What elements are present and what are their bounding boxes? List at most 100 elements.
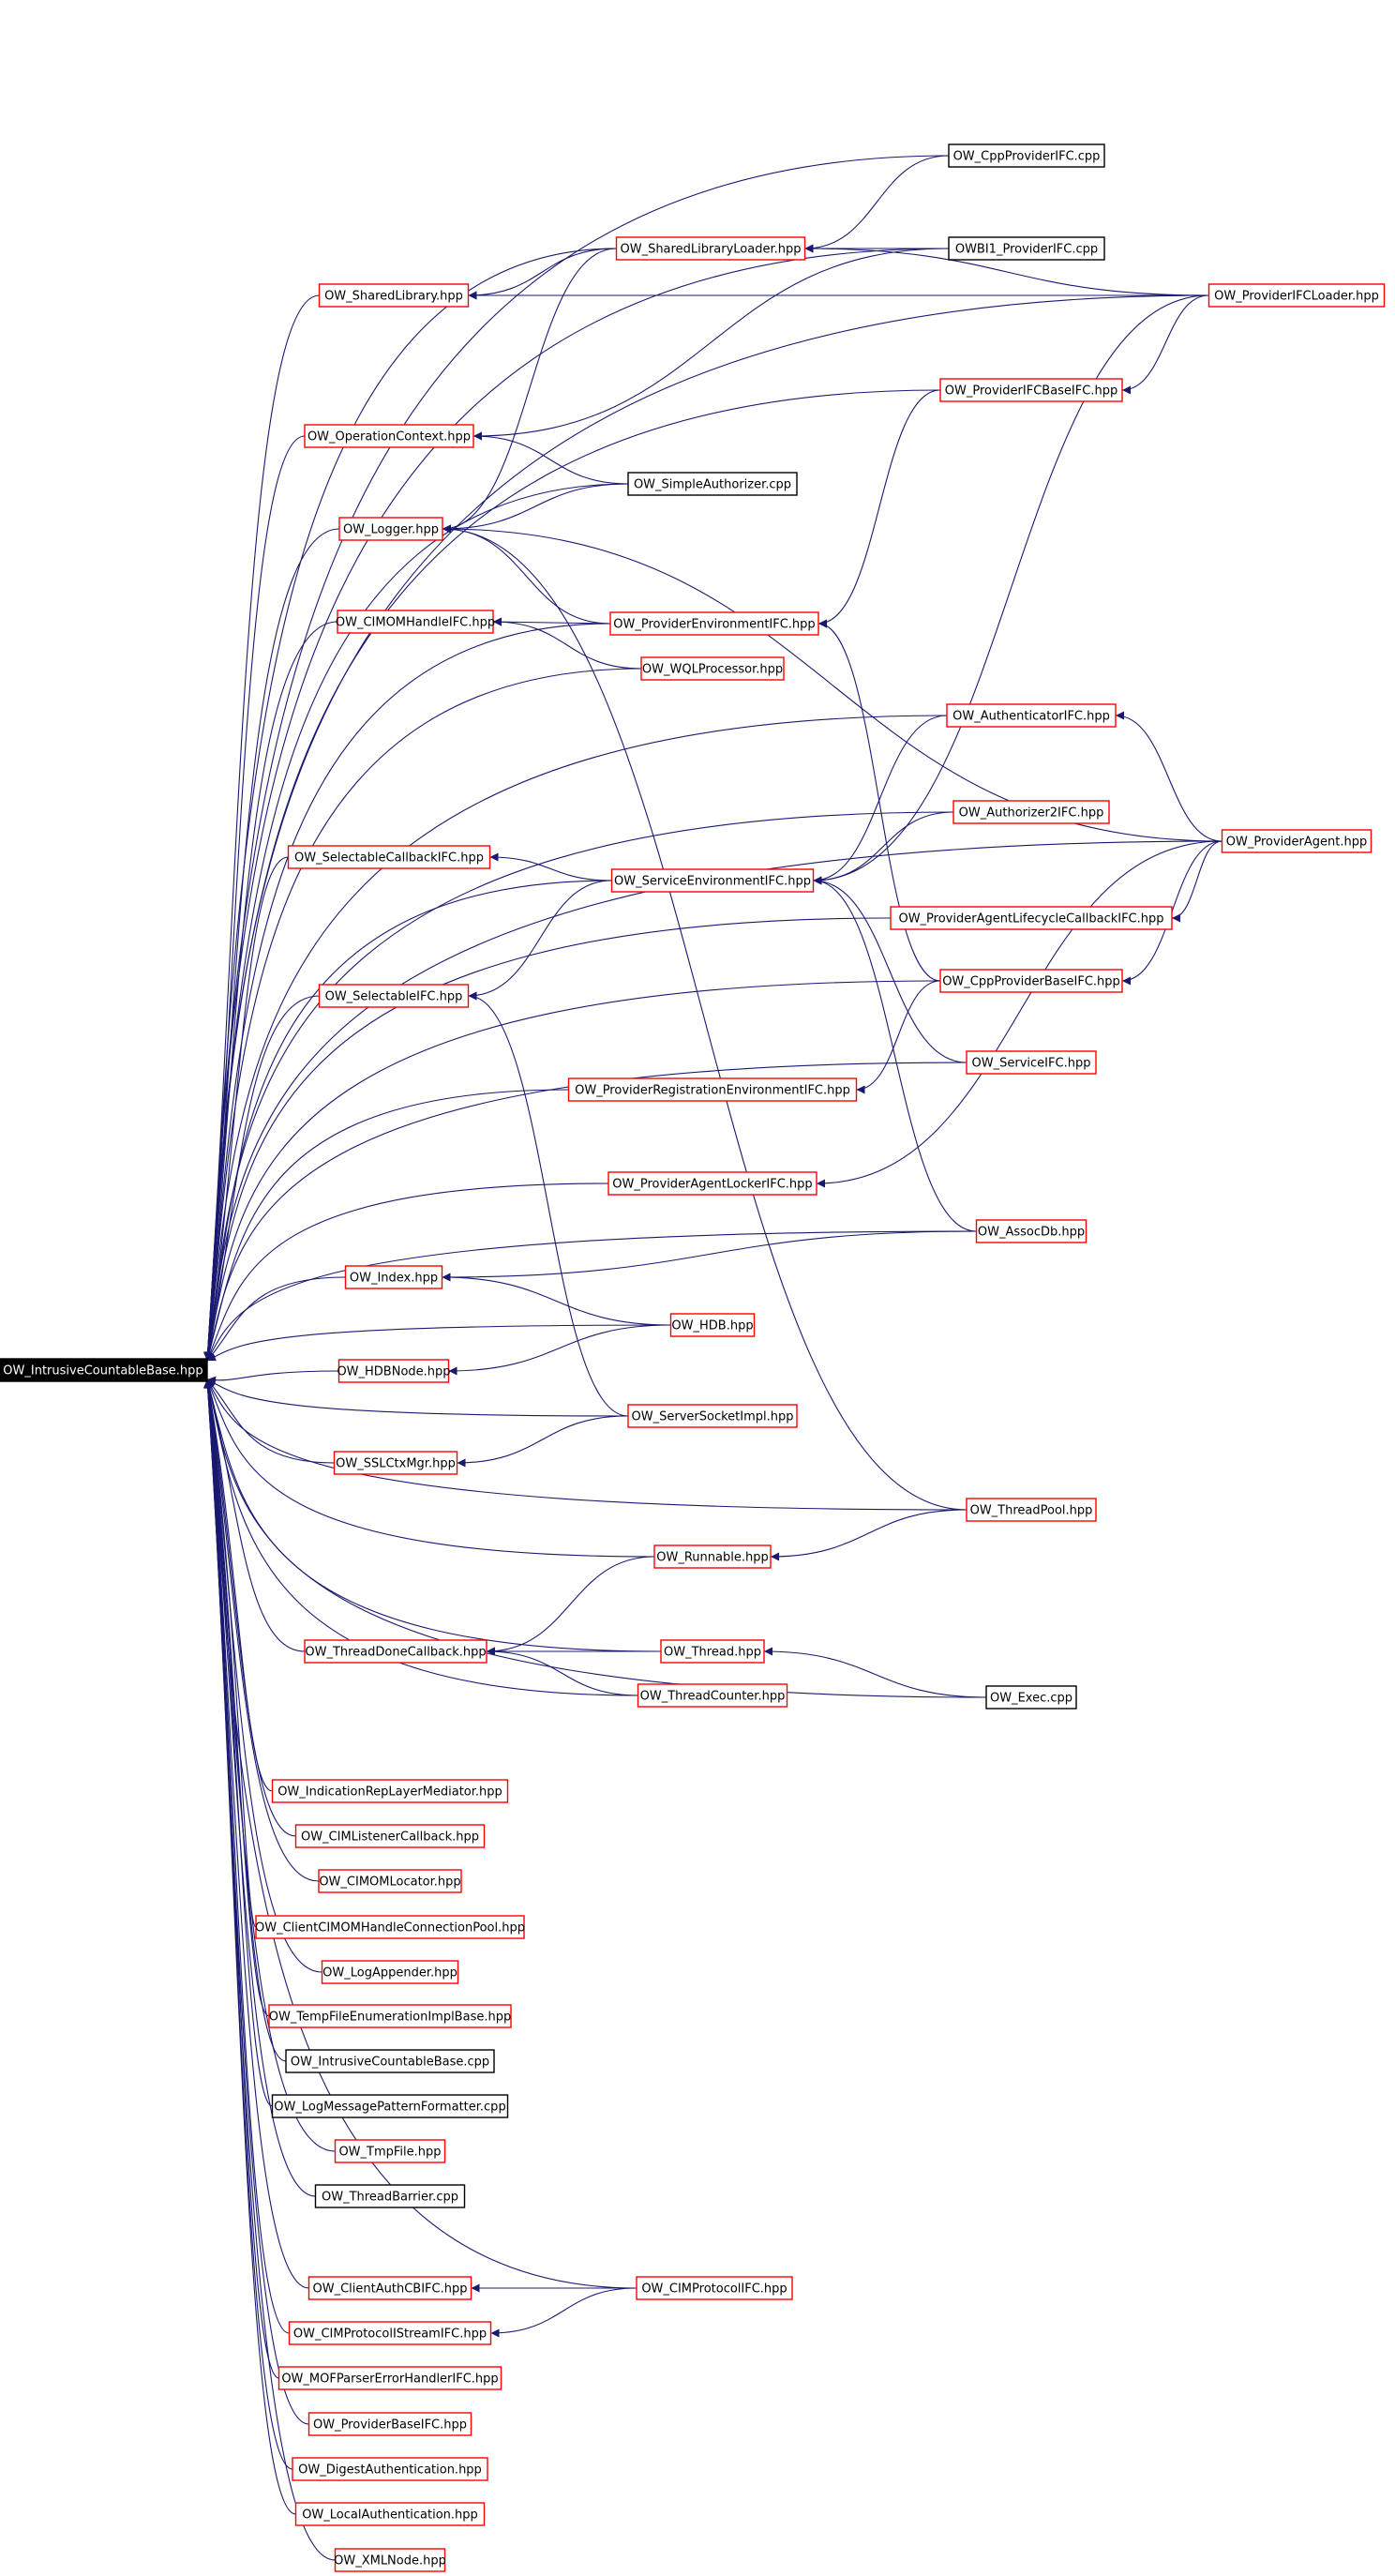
node-label: OW_IndicationRepLayerMediator.hpp xyxy=(278,1785,502,1800)
node-selifc[interactable]: OW_SelectableIFC.hpp xyxy=(318,984,470,1008)
node-cimomh[interactable]: OW_CIMOMHandleIFC.hpp xyxy=(336,610,495,634)
node-root[interactable]: OW_IntrusiveCountableBase.hpp xyxy=(0,1358,208,1382)
edge-hdbnode-to-root xyxy=(206,1370,339,1385)
edges-layer xyxy=(203,155,1222,2561)
node-provagent[interactable]: OW_ProviderAgent.hpp xyxy=(1221,829,1372,853)
node-sharedlib[interactable]: OW_SharedLibrary.hpp xyxy=(318,283,470,308)
node-label: OW_ProviderIFCLoader.hpp xyxy=(1214,290,1379,304)
edge-provreg-to-root xyxy=(204,1089,569,1362)
node-provenv[interactable]: OW_ProviderEnvironmentIFC.hpp xyxy=(609,611,819,636)
node-cimomloc[interactable]: OW_CIMOMLocator.hpp xyxy=(318,1869,462,1893)
node-index[interactable]: OW_Index.hpp xyxy=(344,1265,443,1289)
node-cimlist[interactable]: OW_CIMListenerCallback.hpp xyxy=(294,1824,486,1848)
node-xmlnode[interactable]: OW_XMLNode.hpp xyxy=(334,2548,446,2572)
node-tempfile[interactable]: OW_TempFileEnumerationImplBase.hpp xyxy=(268,2004,512,2028)
node-label: OW_TmpFile.hpp xyxy=(338,2146,441,2160)
node-clientauth[interactable]: OW_ClientAuthCBIFC.hpp xyxy=(308,2276,472,2300)
node-box xyxy=(333,1451,458,1475)
node-label: OW_ProviderAgentLockerIFC.hpp xyxy=(612,1178,812,1192)
node-palcb[interactable]: OW_ProviderAgentLifecycleCallbackIFC.hpp xyxy=(890,906,1173,930)
node-label: OW_ServerSocketImpl.hpp xyxy=(632,1410,794,1424)
node-logmsg[interactable]: OW_LogMessagePatternFormatter.cpp xyxy=(271,2094,509,2118)
node-box xyxy=(287,845,491,869)
node-servenv[interactable]: OW_ServiceEnvironmentIFC.hpp xyxy=(610,868,815,893)
edge-servenv-to-selcb xyxy=(489,852,612,881)
edge-thread-to-root xyxy=(204,1378,662,1652)
node-cimproto[interactable]: OW_CIMProtocolIFC.hpp xyxy=(636,2276,793,2300)
edge-provbase-to-root xyxy=(203,389,941,1362)
node-authz2[interactable]: OW_Authorizer2IFC.hpp xyxy=(952,800,1110,824)
node-label: OW_Logger.hpp xyxy=(343,523,439,537)
node-sharedloader[interactable]: OW_SharedLibraryLoader.hpp xyxy=(615,236,806,261)
edge-cppbase-to-provenv xyxy=(818,619,941,982)
node-servsock[interactable]: OW_ServerSocketImpl.hpp xyxy=(627,1404,798,1428)
node-label: OW_ProviderIFCBaseIFC.hpp xyxy=(945,384,1118,399)
node-box xyxy=(890,906,1173,930)
node-selcb[interactable]: OW_SelectableCallbackIFC.hpp xyxy=(287,845,491,869)
node-hdb[interactable]: OW_HDB.hpp xyxy=(669,1313,756,1337)
node-box xyxy=(1208,283,1386,308)
node-box xyxy=(615,236,806,261)
node-owbi1[interactable]: OWBI1_ProviderIFC.cpp xyxy=(948,236,1105,261)
edge-palcb-to-root xyxy=(204,917,892,1362)
node-box xyxy=(321,1960,459,1984)
node-authifc[interactable]: OW_AuthenticatorIFC.hpp xyxy=(946,703,1117,728)
node-runnable[interactable]: OW_Runnable.hpp xyxy=(653,1544,772,1569)
node-box xyxy=(1221,829,1372,853)
node-assocdb[interactable]: OW_AssocDb.hpp xyxy=(975,1219,1088,1243)
node-cppprov[interactable]: OW_CppProviderIFC.cpp xyxy=(948,143,1105,168)
node-box xyxy=(610,868,815,893)
node-box xyxy=(308,2276,472,2300)
edge-servsock-to-selifc xyxy=(468,991,629,1417)
node-tmpfile[interactable]: OW_TmpFile.hpp xyxy=(334,2139,446,2163)
node-provbaseifc[interactable]: OW_ProviderBaseIFC.hpp xyxy=(308,2412,472,2436)
node-label: OW_SharedLibrary.hpp xyxy=(324,290,463,304)
node-box xyxy=(308,2412,472,2436)
node-box xyxy=(609,611,819,636)
node-provloader[interactable]: OW_ProviderIFCLoader.hpp xyxy=(1208,283,1386,308)
node-label: OW_MOFParserErrorHandlerIFC.hpp xyxy=(281,2373,498,2387)
node-provreg[interactable]: OW_ProviderRegistrationEnvironmentIFC.hp… xyxy=(567,1077,858,1102)
node-digest[interactable]: OW_DigestAuthentication.hpp xyxy=(292,2457,488,2481)
node-label: OW_ServiceIFC.hpp xyxy=(972,1057,1091,1071)
node-hdbnode[interactable]: OW_HDBNode.hpp xyxy=(337,1359,451,1383)
node-threadpool[interactable]: OW_ThreadPool.hpp xyxy=(966,1498,1097,1522)
node-wql[interactable]: OW_WQLProcessor.hpp xyxy=(640,656,785,681)
node-box xyxy=(966,1498,1097,1522)
node-simpleauth[interactable]: OW_SimpleAuthorizer.cpp xyxy=(627,472,798,496)
node-cppbase[interactable]: OW_CppProviderBaseIFC.hpp xyxy=(939,969,1123,993)
node-opctx[interactable]: OW_OperationContext.hpp xyxy=(304,424,474,448)
node-indrep[interactable]: OW_IndicationRepLayerMediator.hpp xyxy=(271,1779,509,1803)
node-tdcb[interactable]: OW_ThreadDoneCallback.hpp xyxy=(304,1639,488,1664)
edge-cimlist-to-root xyxy=(203,1378,296,1837)
node-label: OW_ProviderBaseIFC.hpp xyxy=(313,2418,467,2433)
node-sslctx[interactable]: OW_SSLCtxMgr.hpp xyxy=(333,1451,458,1475)
edge-sharedlib-to-root xyxy=(203,294,320,1362)
node-tbarrier[interactable]: OW_ThreadBarrier.cpp xyxy=(314,2184,466,2208)
node-box xyxy=(338,1359,450,1383)
node-clientpool[interactable]: OW_ClientCIMOMHandleConnectionPool.hpp xyxy=(255,1915,525,1939)
node-logapp[interactable]: OW_LogAppender.hpp xyxy=(321,1960,459,1984)
node-box xyxy=(0,1358,208,1382)
edge-provagent-to-palocker xyxy=(816,840,1222,1188)
node-logger[interactable]: OW_Logger.hpp xyxy=(338,517,443,541)
node-box xyxy=(946,703,1117,728)
node-provbase[interactable]: OW_ProviderIFCBaseIFC.hpp xyxy=(939,378,1123,402)
node-tcounter[interactable]: OW_ThreadCounter.hpp xyxy=(637,1683,788,1708)
node-svcifc[interactable]: OW_ServiceIFC.hpp xyxy=(966,1050,1097,1075)
edge-threadpool-to-runnable xyxy=(770,1509,968,1561)
edge-provloader-to-servenv xyxy=(813,294,1209,885)
node-palocker[interactable]: OW_ProviderAgentLockerIFC.hpp xyxy=(608,1171,818,1196)
node-mofparser[interactable]: OW_MOFParserErrorHandlerIFC.hpp xyxy=(278,2366,502,2390)
node-box xyxy=(627,472,798,496)
edge-selcb-to-root xyxy=(203,856,289,1362)
node-cimprotostream[interactable]: OW_CIMProtocolIStreamIFC.hpp xyxy=(288,2321,492,2345)
node-label: OW_ClientCIMOMHandleConnectionPool.hpp xyxy=(255,1921,525,1936)
node-thread[interactable]: OW_Thread.hpp xyxy=(660,1639,765,1664)
node-label: OW_WQLProcessor.hpp xyxy=(642,663,783,677)
node-localauth[interactable]: OW_LocalAuthentication.hpp xyxy=(294,2502,486,2526)
edge-servenv-to-selifc xyxy=(468,880,612,1001)
node-exec[interactable]: OW_Exec.cpp xyxy=(985,1685,1077,1710)
node-iccpp[interactable]: OW_IntrusiveCountableBase.cpp xyxy=(285,2049,495,2073)
